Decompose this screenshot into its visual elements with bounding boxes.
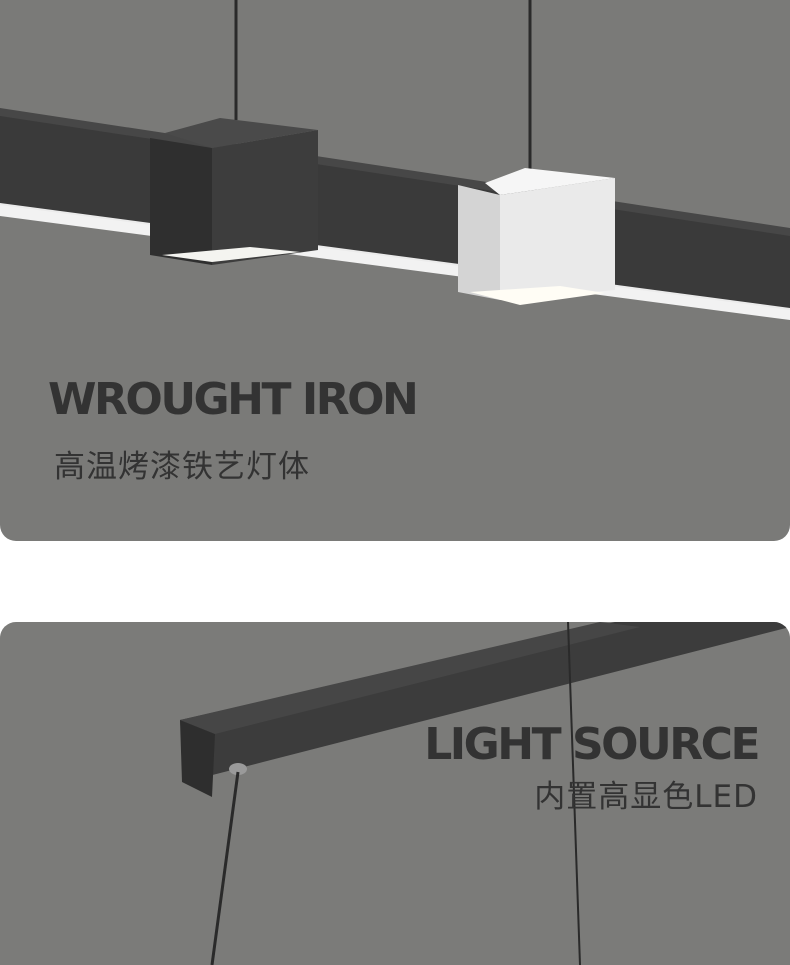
- light-source-subtitle: 内置高显色LED: [534, 779, 758, 815]
- dark-spotlight-cube: [150, 138, 212, 265]
- dark-cube-top: [165, 118, 318, 148]
- lamp-end-detail-photo: [180, 622, 790, 965]
- wrought-iron-subtitle: 高温烤漆铁艺灯体: [54, 449, 310, 485]
- wrought-iron-panel: WROUGHT IRON 高温烤漆铁艺灯体: [0, 0, 790, 541]
- dark-cube-front: [212, 130, 318, 265]
- light-source-title: LIGHT SOURCE: [424, 719, 760, 770]
- hanging-cable-right: [567, 622, 581, 965]
- light-source-panel: LIGHT SOURCE 内置高显色LED: [0, 622, 790, 965]
- wrought-iron-title: WROUGHT IRON: [48, 374, 419, 425]
- white-cube-top: [485, 168, 615, 195]
- pendant-lamp-photo: [0, 0, 790, 320]
- lamp-bar-top-face: [180, 622, 640, 734]
- white-spotlight-cube: [458, 185, 500, 300]
- hanging-cable-left: [210, 771, 240, 965]
- dark-cube-light-window: [162, 247, 300, 262]
- mounting-screw: [229, 763, 247, 775]
- lamp-bar-end-cap: [180, 720, 215, 797]
- lamp-bar-body: [180, 622, 790, 782]
- white-cube-light-window: [470, 286, 605, 305]
- white-cube-front: [500, 178, 615, 300]
